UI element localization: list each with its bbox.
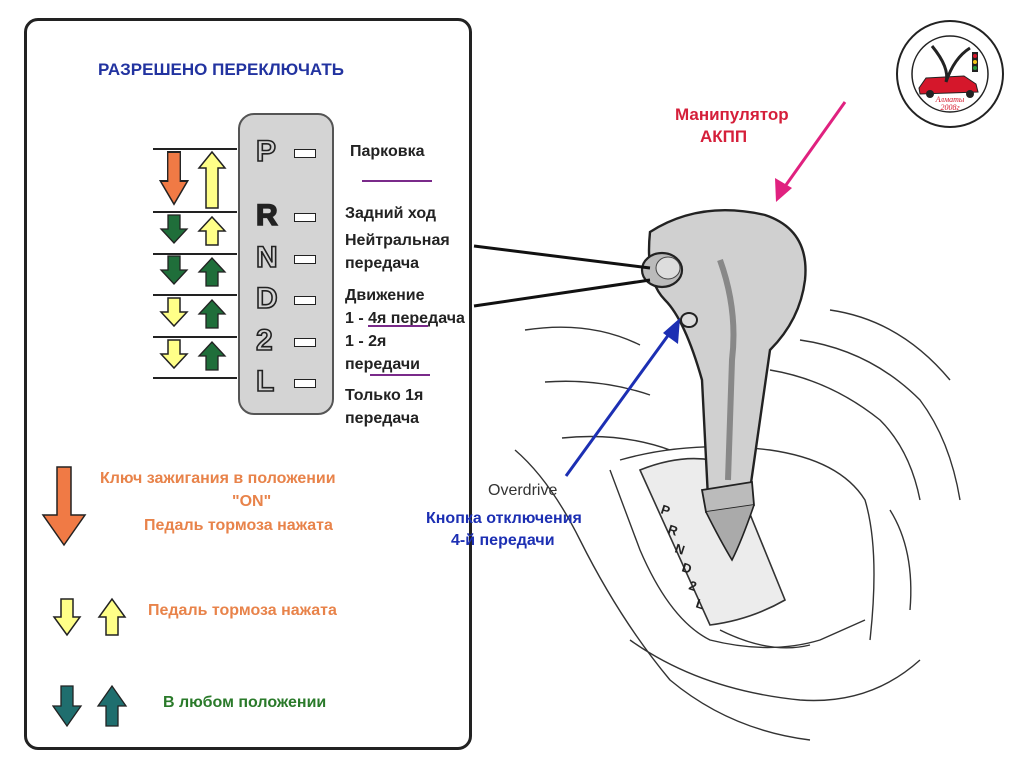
legend-orange-down-arrow-icon (41, 466, 87, 547)
gate-dash (294, 379, 316, 388)
od-button-label-line1: Кнопка отключения (426, 510, 582, 527)
plate-letter-n: N (673, 541, 687, 558)
overdrive-button (680, 312, 698, 328)
gate-desc-n-line2: передача (345, 255, 420, 272)
gate-dash (294, 213, 316, 222)
gate-desc-r: Задний ход (345, 205, 437, 222)
ladder-line (153, 253, 237, 255)
gate-desc-2-line1: 1 - 2я (345, 333, 387, 350)
gate-letter-n: N (255, 241, 278, 274)
gate-letter-r: R (255, 199, 278, 232)
shifter-label-line1: Манипулятор (675, 105, 789, 124)
panel-title: РАЗРЕШЕНО ПЕРЕКЛЮЧАТЬ (98, 60, 344, 79)
gate-desc-n-line1: Нейтральная (345, 232, 450, 249)
gate-dash (294, 296, 316, 305)
plate-letter-2: 2 (687, 578, 699, 595)
legend-ignition-line3: Педаль тормоза нажата (144, 517, 333, 534)
ladder-line (153, 148, 237, 150)
gate-dash (294, 149, 316, 158)
gear-gate-box: P R N D 2 L (238, 113, 334, 415)
gate-desc-l-line2: передача (345, 410, 420, 427)
blue-arrow-icon (663, 318, 680, 344)
legend-any-position: В любом положении (163, 694, 327, 711)
shifter-illustration: P R N D 2 L (514, 209, 961, 741)
ladder-line (153, 294, 237, 296)
gate-dash (294, 255, 316, 264)
legend-green-arrows-icon (52, 684, 128, 728)
plate-letter-d: D (680, 560, 694, 577)
gate-letter-d: D (255, 282, 278, 315)
seal-city: Алматы (935, 95, 965, 104)
legend-ignition-line2: "ON" (232, 493, 272, 510)
gate-desc-p: Парковка (350, 143, 425, 160)
gate-desc-l-line1: Только 1я (345, 387, 424, 404)
gate-desc-2-line2: передачи (345, 356, 421, 373)
driving-school-seal: Алматы 2008г (896, 20, 1004, 128)
gate-desc-d-line2: 1 - 4я передача (345, 310, 465, 327)
legend-ignition-line1: Ключ зажигания в положении (100, 470, 336, 487)
ladder-line (153, 211, 237, 213)
ladder-line (153, 377, 237, 379)
underline-marks (362, 180, 432, 376)
shifter-label-line2: АКПП (700, 127, 748, 146)
gate-letter-p: P (255, 135, 277, 168)
seal-year: 2008г (940, 103, 959, 112)
od-button-label-line2: 4-й передачи (451, 532, 555, 549)
gate-letter-2: 2 (255, 324, 273, 357)
gate-letter-l: L (255, 365, 275, 398)
overdrive-label: Overdrive (488, 482, 558, 499)
legend-brake-label: Педаль тормоза нажата (148, 602, 337, 619)
ladder-line (153, 336, 237, 338)
gate-dash (294, 338, 316, 347)
gate-plate (638, 457, 787, 626)
legend-yellow-arrows-icon (52, 597, 127, 637)
shift-knob (647, 209, 807, 500)
magenta-arrow-icon (775, 178, 792, 202)
gate-desc-d-line1: Движение (345, 287, 425, 304)
